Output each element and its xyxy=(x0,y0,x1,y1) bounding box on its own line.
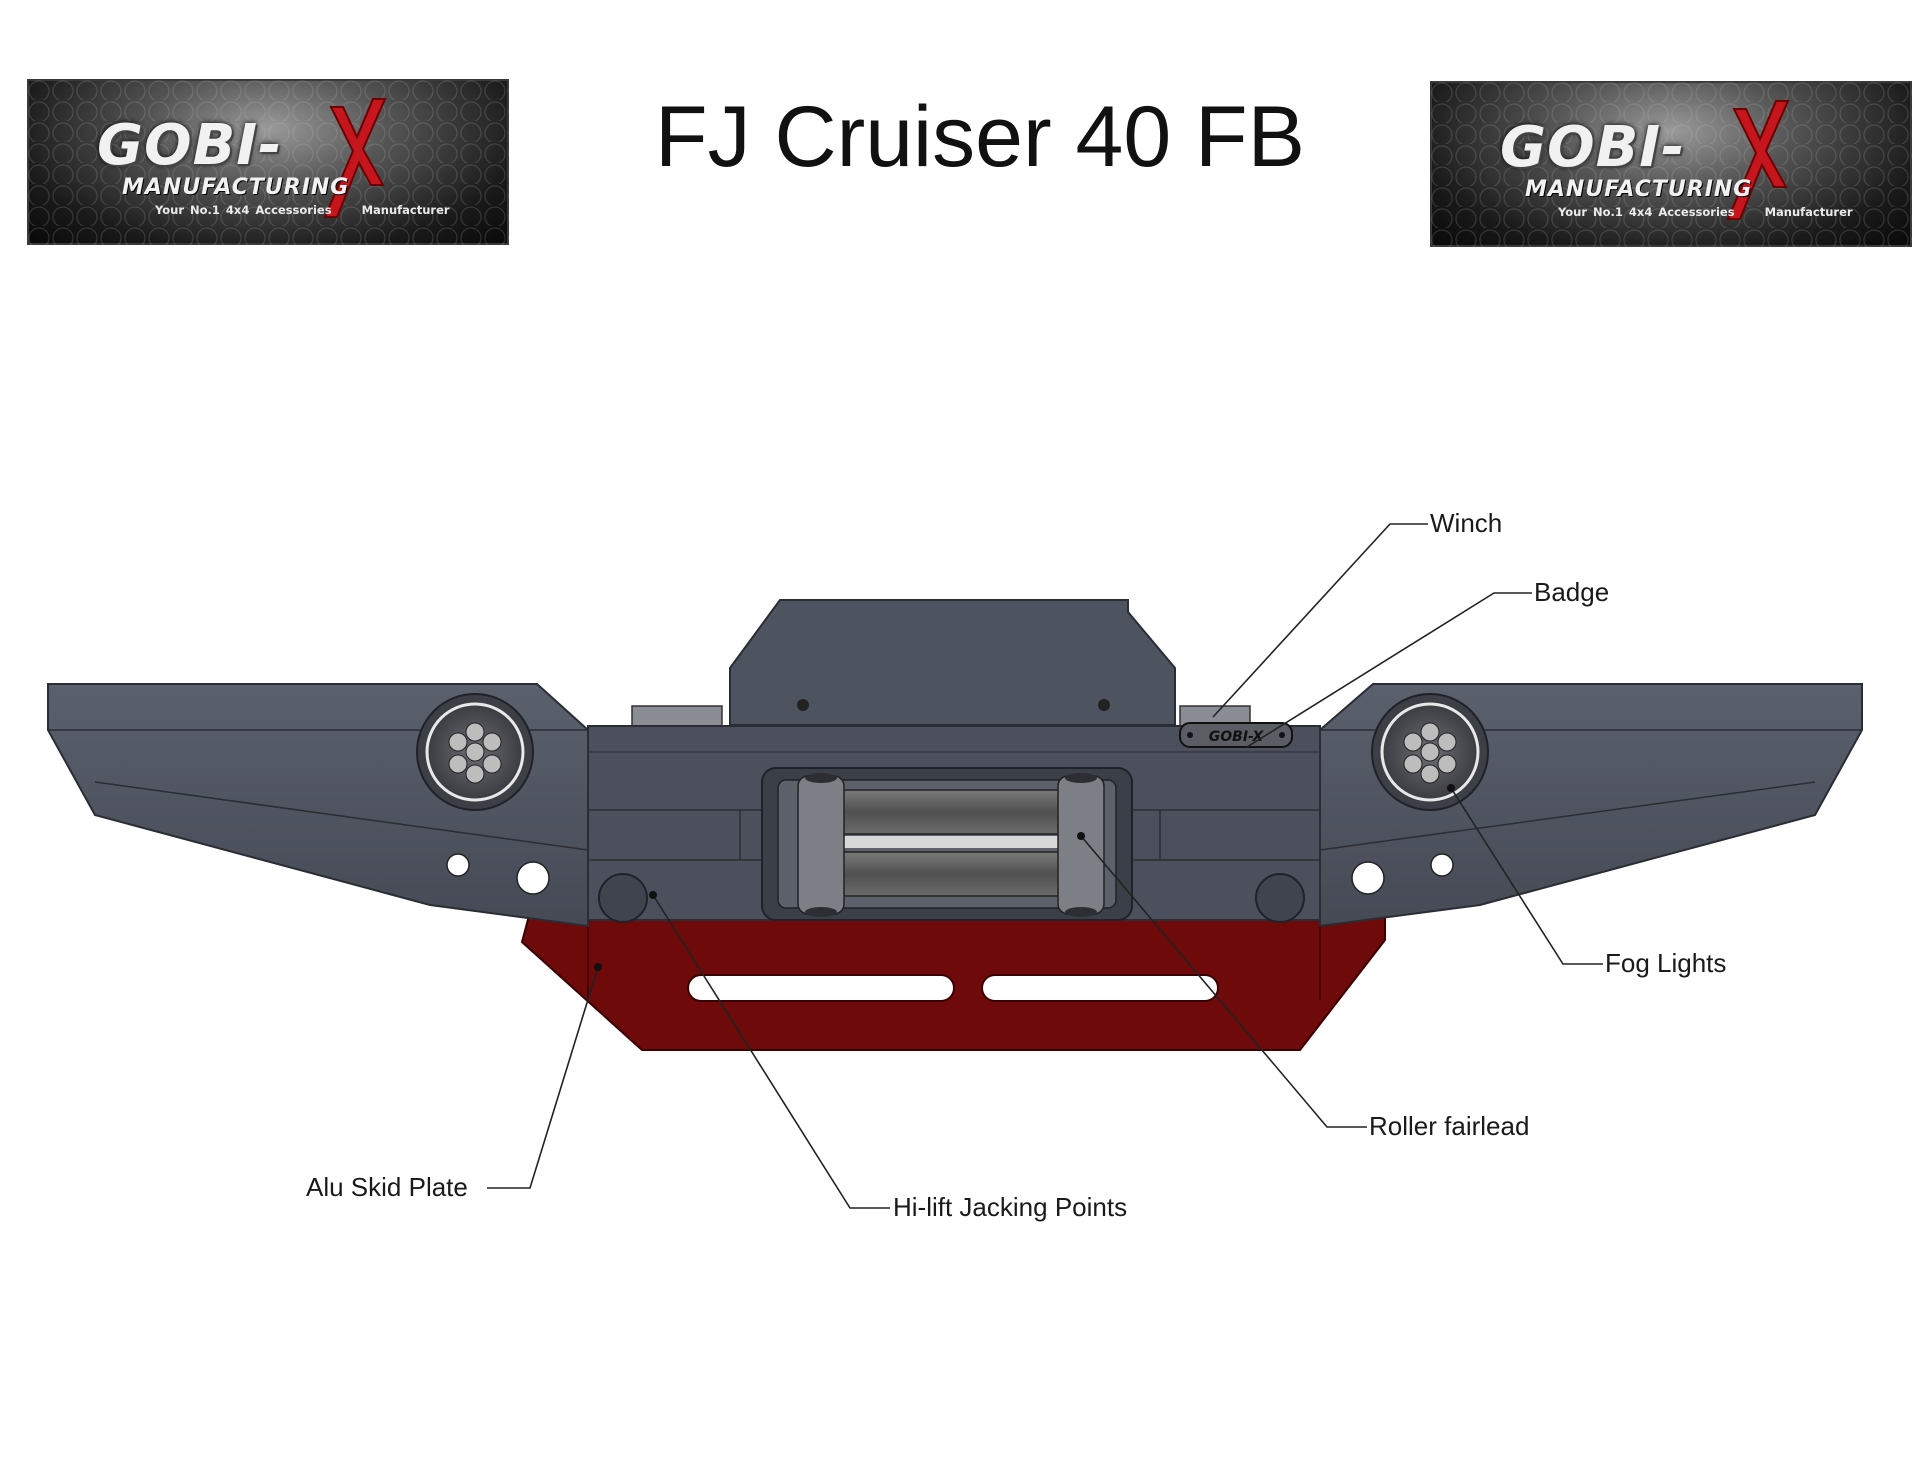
logo-subtitle: MANUFACTURING xyxy=(1525,177,1753,202)
leader-lines xyxy=(487,523,1603,1209)
mount-hole xyxy=(1430,853,1454,877)
leader-roller-fairlead xyxy=(1080,835,1367,1128)
fog-light-left xyxy=(416,693,534,811)
logo-brand-text: GOBI- xyxy=(97,113,283,178)
leader-badge xyxy=(1246,592,1532,748)
callout-winch: Winch xyxy=(1430,508,1503,538)
logo-tagline-left: Your No.1 4x4 Accessories xyxy=(1558,205,1735,219)
leader-dot xyxy=(1077,832,1085,840)
logo-tagline-right: Manufacturer xyxy=(361,203,450,217)
callout-badge: Badge xyxy=(1534,577,1610,607)
skid-slot-right xyxy=(981,974,1219,1002)
winch-housing xyxy=(631,599,1251,727)
bolt xyxy=(1098,699,1110,711)
mount-hole xyxy=(446,853,470,877)
page-title: FJ Cruiser 40 FB xyxy=(0,88,1920,187)
skid-slot-left xyxy=(687,974,955,1002)
leader-alu-skid-plate xyxy=(487,966,599,1189)
badge-text: GOBI-X xyxy=(1209,729,1265,745)
callout-hi-lift-jacking-points: Hi-lift Jacking Points xyxy=(893,1192,1128,1222)
leader-dot xyxy=(1447,784,1455,792)
logo-brand-text: GOBI- xyxy=(1500,115,1686,180)
gobi-x-logo-right: GOBI- MANUFACTURING Your No.1 4x4 Access… xyxy=(1430,81,1912,247)
alu-skid-plate xyxy=(520,911,1386,1051)
bolt xyxy=(797,699,809,711)
callout-alu-skid-plate: Alu Skid Plate xyxy=(306,1172,468,1202)
mount-hole xyxy=(516,861,550,895)
logo-tagline: Your No.1 4x4 Accessories Manufacturer xyxy=(155,203,475,217)
logo-subtitle: MANUFACTURING xyxy=(122,175,350,200)
callout-roller-fairlead: Roller fairlead xyxy=(1369,1111,1530,1141)
logo-tagline-right: Manufacturer xyxy=(1764,205,1853,219)
x-mark-icon xyxy=(323,98,387,218)
callout-fog-lights: Fog Lights xyxy=(1605,948,1727,978)
fog-light-right xyxy=(1371,693,1489,811)
roller-fairlead xyxy=(761,767,1133,921)
x-mark-icon xyxy=(1726,100,1790,220)
mount-hole xyxy=(1351,861,1385,895)
leader-dot xyxy=(594,963,602,971)
leader-fog-lights xyxy=(1450,787,1603,965)
hex-pattern xyxy=(27,79,509,245)
logo-tagline-left: Your No.1 4x4 Accessories xyxy=(155,203,332,217)
hi-lift-jacking-points xyxy=(598,873,1305,923)
gobi-x-logo-left: GOBI- MANUFACTURING Your No.1 4x4 Access… xyxy=(27,79,509,245)
page-title-text: FJ Cruiser 40 FB xyxy=(655,89,1305,185)
hex-pattern xyxy=(1430,81,1912,247)
leader-dot xyxy=(649,891,657,899)
leader-dots xyxy=(594,784,1455,971)
leader-winch xyxy=(1212,523,1428,718)
logo-tagline: Your No.1 4x4 Accessories Manufacturer xyxy=(1558,205,1878,219)
leader-hi-lift xyxy=(652,894,890,1209)
badge: GOBI-X xyxy=(1179,722,1293,748)
